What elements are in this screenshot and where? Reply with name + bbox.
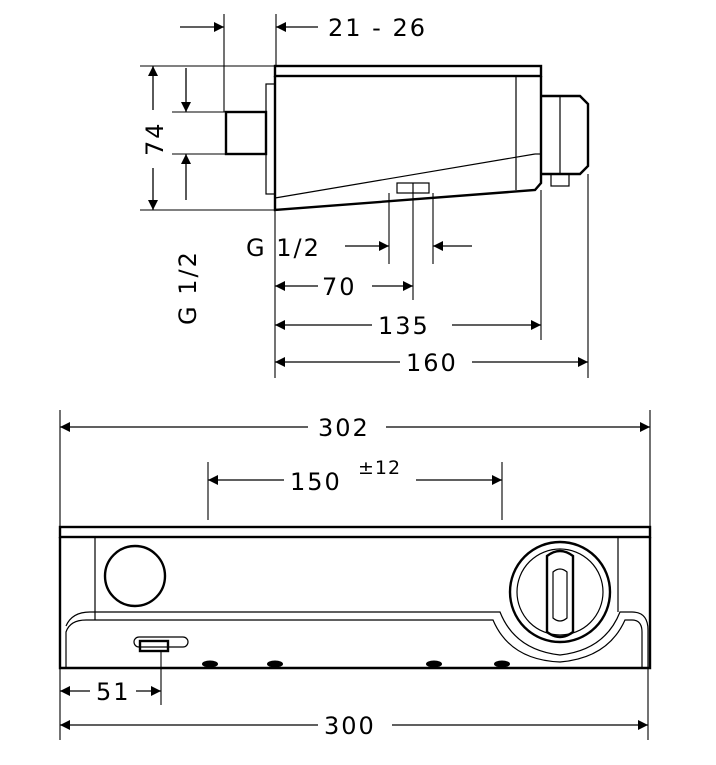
dim-height: 74	[140, 65, 275, 211]
side-view-body	[224, 64, 590, 212]
front-view-body	[58, 525, 652, 670]
dim-connection-spacing: 150 ±12	[207, 457, 503, 520]
dim-overall-width: 302	[59, 410, 651, 527]
dim-body-width: 300	[60, 668, 649, 740]
label-connection-tolerance: ±12	[358, 457, 401, 479]
label-body-width: 300	[324, 712, 376, 740]
dim-pipe-thread-bottom: G 1/2	[246, 193, 472, 264]
label-height: 74	[141, 121, 169, 156]
dim-outlet-distance: 70	[274, 193, 414, 378]
label-overall-width: 302	[318, 414, 370, 442]
side-view: 21 - 26 74 G 1/2 G 1/2	[140, 14, 590, 378]
label-offset-range: 21 - 26	[328, 14, 427, 42]
shelf-button	[133, 636, 189, 653]
front-view: 302 150 ±12 51 300	[58, 410, 652, 740]
push-button	[103, 544, 167, 608]
label-button-offset: 51	[96, 678, 131, 706]
dim-wall-depth: 135	[275, 190, 542, 340]
dim-pipe-thread-left: G 1/2	[172, 68, 226, 325]
dim-total-depth: 160	[275, 174, 589, 378]
label-pipe-thread-left: G 1/2	[174, 250, 202, 325]
label-outlet-distance: 70	[322, 273, 357, 301]
dim-offset-range: 21 - 26	[180, 14, 427, 112]
dim-button-offset: 51	[59, 651, 162, 740]
label-connection-spacing: 150	[290, 468, 342, 496]
label-pipe-thread-bottom: G 1/2	[246, 234, 321, 262]
label-total-depth: 160	[406, 349, 458, 377]
thermostat-knob	[508, 540, 612, 644]
label-wall-depth: 135	[378, 312, 430, 340]
